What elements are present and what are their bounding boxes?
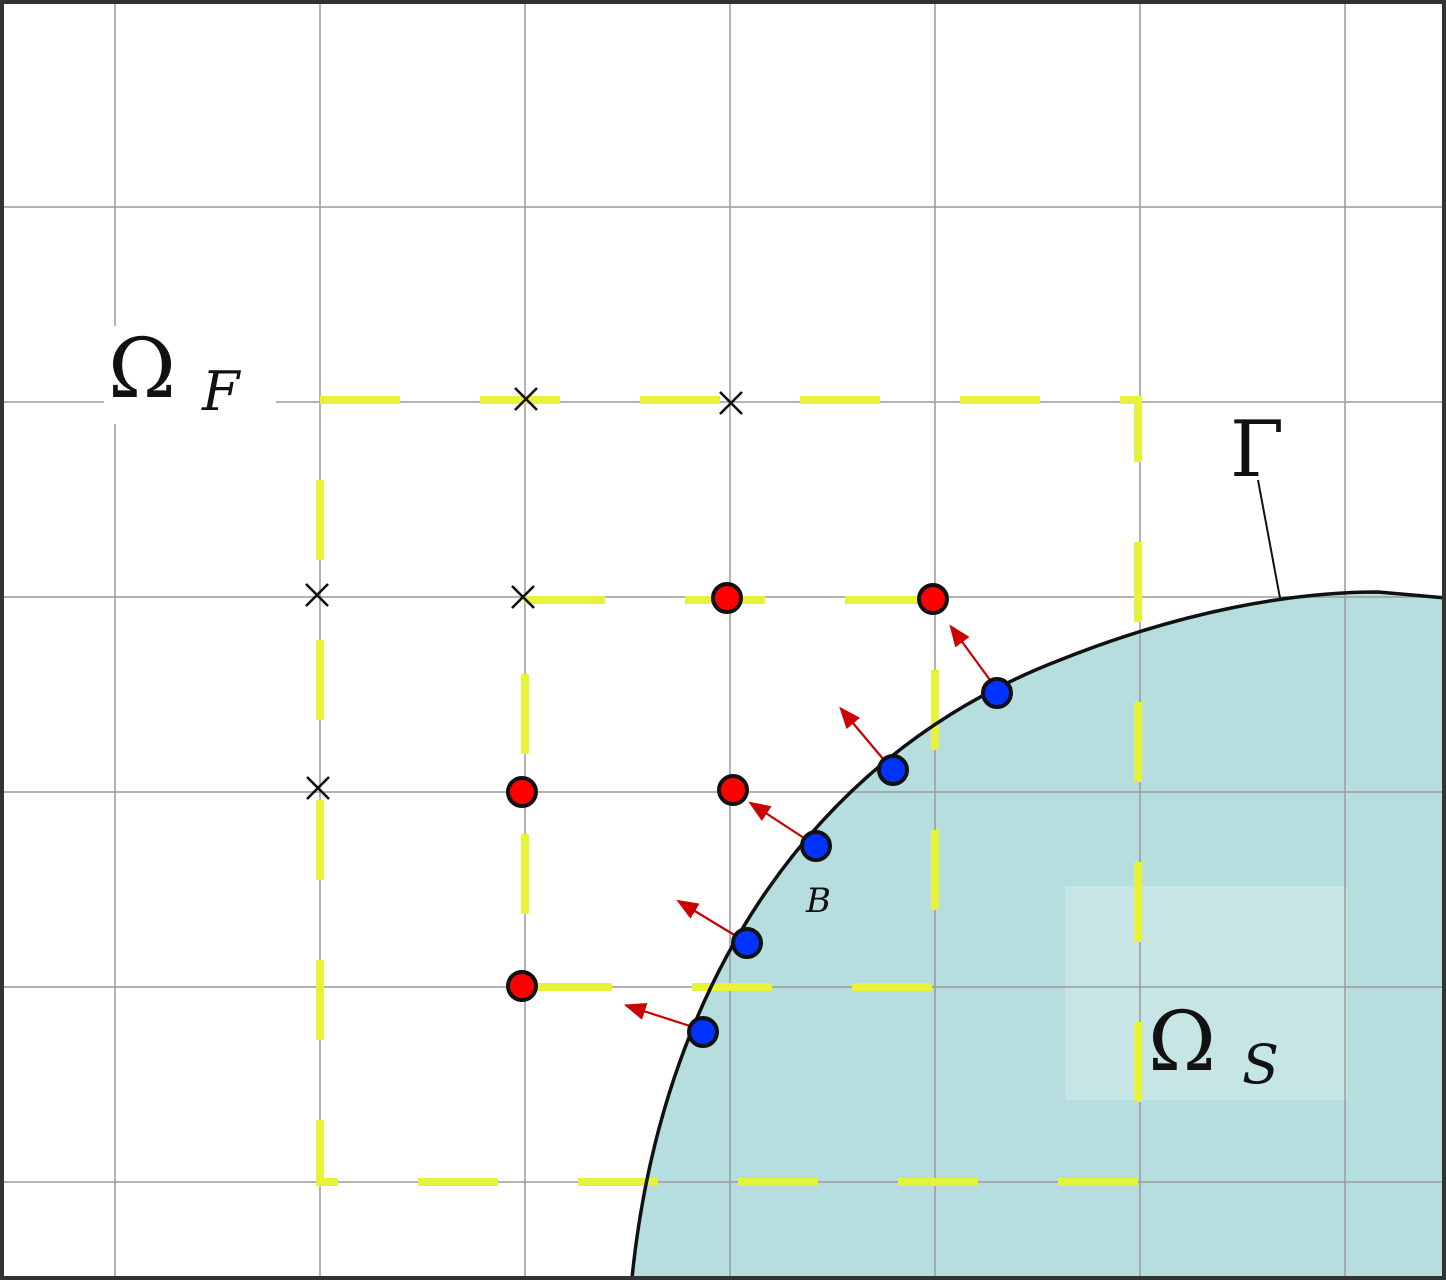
cross-marker (305, 583, 329, 607)
boundary-point (687, 1016, 719, 1048)
ghost-node (917, 583, 949, 615)
normal-arrows (623, 624, 991, 1028)
ghost-node (506, 970, 538, 1002)
gamma-leader-line (1257, 479, 1281, 599)
ghost-nodes (506, 582, 949, 1002)
boundary-point (877, 754, 909, 786)
inner-dashed-box (521, 596, 939, 991)
ghost-node (506, 776, 538, 808)
boundary-point (731, 927, 763, 959)
omega-s-symbol: Ω (1148, 995, 1216, 1090)
cross-marker (511, 585, 535, 609)
normal-arrow (748, 801, 805, 839)
cross-marker (306, 776, 330, 800)
cross-marker (514, 387, 538, 411)
crossed-nodes (305, 387, 743, 800)
ghost-node (717, 774, 749, 806)
gamma-label: Γ (1230, 405, 1284, 495)
normal-arrow (676, 899, 737, 937)
normal-arrow (623, 1003, 691, 1028)
normal-arrow (949, 624, 991, 681)
boundary-point (981, 677, 1013, 709)
omega-f-subscript: F (201, 360, 242, 423)
solid-region (632, 592, 1446, 1278)
dashed-boxes (316, 396, 1142, 1186)
interface-boundary (630, 590, 1446, 1279)
ghost-node (711, 582, 743, 614)
omega-s-subscript: S (1242, 1033, 1279, 1096)
point-b-label: B (805, 881, 831, 921)
solid-highlight-patch (1065, 886, 1347, 1100)
boundary-points (687, 677, 1013, 1048)
omega-f-symbol: Ω (108, 322, 176, 417)
omega-f-label-backdrop (104, 326, 276, 424)
boundary-point (800, 830, 832, 862)
normal-arrow (839, 706, 885, 761)
cross-marker (719, 391, 743, 415)
